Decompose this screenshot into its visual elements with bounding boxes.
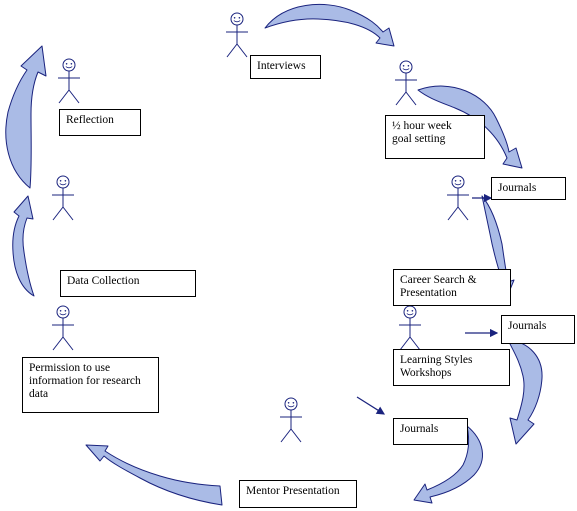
node-data-collection: Data Collection xyxy=(60,270,196,297)
curved-arrow-reflection-icon xyxy=(5,45,47,189)
person-data-collection-icon xyxy=(51,175,75,221)
node-mentor-presentation: Mentor Presentation xyxy=(239,480,357,508)
node-goal-setting: ½ hour week goal setting xyxy=(385,115,485,159)
person-reflection-icon xyxy=(57,58,81,104)
node-journals-1: Journals xyxy=(491,177,566,200)
curved-arrow-data-collection-icon xyxy=(12,195,35,297)
person-learning-styles-icon xyxy=(398,305,422,351)
curved-arrow-journals-2-icon xyxy=(507,339,543,445)
curved-arrow-goal-setting-icon xyxy=(417,85,523,169)
node-interviews: Interviews xyxy=(250,55,321,79)
curved-arrow-interviews-icon xyxy=(264,4,395,47)
person-journals-1-icon xyxy=(446,175,470,221)
node-reflection: Reflection xyxy=(59,109,141,136)
node-career-search: Career Search & Presentation xyxy=(393,269,511,306)
node-journals-3: Journals xyxy=(393,418,468,445)
curved-arrow-mentor-icon xyxy=(85,444,223,506)
straight-arrow-journals-3-icon xyxy=(356,396,386,415)
node-journals-2: Journals xyxy=(501,315,575,344)
person-goal-setting-icon xyxy=(394,60,418,106)
node-permission: Permission to use information for resear… xyxy=(22,357,159,413)
curved-arrow-journals-3-icon xyxy=(413,425,483,504)
person-permission-icon xyxy=(51,305,75,351)
node-learning-styles: Learning Styles Workshops xyxy=(393,349,510,386)
person-interviews-icon xyxy=(225,12,249,58)
person-mentor-icon xyxy=(279,397,303,443)
